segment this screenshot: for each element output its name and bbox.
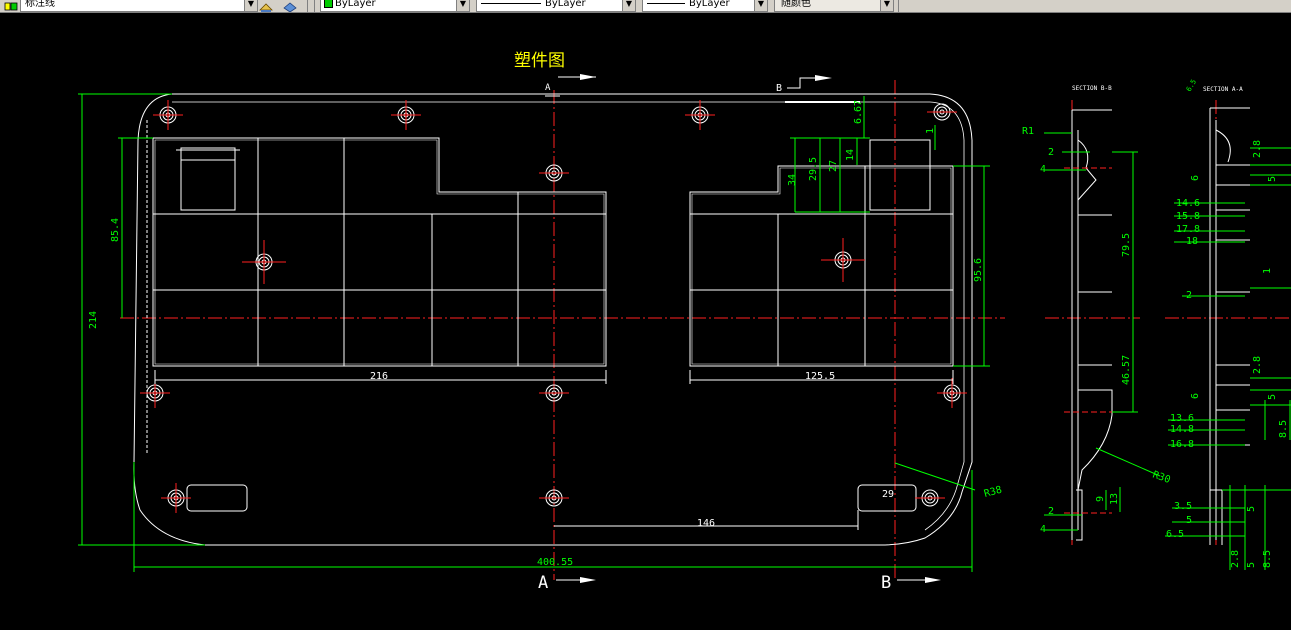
section-b-top-label: B — [776, 83, 782, 94]
aa-16-8: 16.8 — [1170, 439, 1194, 450]
dim-overall-height: 214 — [88, 311, 99, 329]
aa-1: 1 — [1262, 268, 1273, 274]
chevron-down-icon: ▼ — [244, 0, 257, 11]
bb-4a: 4 — [1040, 164, 1046, 175]
aa-6-5-top: 6.5 — [1185, 78, 1198, 93]
bb-9: 9 — [1095, 496, 1106, 502]
right-rib-grid — [689, 139, 954, 367]
section-a-bottom-label: A — [538, 573, 548, 593]
dim-hole-spacing: 146 — [697, 518, 715, 529]
chevron-down-icon: ▼ — [456, 0, 469, 11]
lineweight-control-dropdown[interactable]: ByLayer ▼ — [642, 0, 768, 12]
bb-r30: R30 — [1151, 469, 1172, 486]
layer-previous-icon[interactable] — [283, 0, 297, 12]
aa-2-8a: 2.8 — [1252, 140, 1263, 158]
lineweight-preview — [647, 2, 685, 4]
aa-5d: 5 — [1246, 506, 1257, 512]
layer-state-icons[interactable] — [4, 0, 18, 11]
section-b-bottom-label: B — [881, 573, 891, 593]
aa-6b: 6 — [1190, 393, 1201, 399]
aa-6a: 6 — [1190, 175, 1201, 181]
make-layer-current-icon[interactable] — [259, 0, 273, 12]
layer-name: 标注线 — [25, 0, 55, 9]
toolbar-separator — [314, 0, 315, 12]
chevron-down-icon: ▼ — [880, 0, 893, 11]
plotstyle-control-value: 随颜色 — [781, 0, 811, 9]
dim-corner-radius: R38 — [983, 485, 1003, 500]
aa-8-5b: 8.5 — [1262, 550, 1273, 568]
bb-79-5: 79.5 — [1121, 233, 1132, 257]
color-control-value: ByLayer — [335, 0, 376, 9]
bb-2b: 2 — [1048, 506, 1054, 517]
dim-34: 34 — [787, 174, 798, 186]
drawing-canvas[interactable]: A B A B 塑件图 214 85.4 400.55 95.6 216 125… — [0, 13, 1291, 626]
dim-14: 14 — [845, 149, 856, 161]
aa-5b: 5 — [1267, 394, 1278, 400]
toolbar-separator — [898, 0, 899, 12]
section-bb-label: SECTION B-B — [1072, 85, 1112, 92]
dimension-lines — [78, 93, 990, 572]
bb-r1: R1 — [1022, 126, 1034, 137]
bb-2a: 2 — [1048, 147, 1054, 158]
dim-right-height: 95.6 — [973, 258, 984, 282]
drawing-title: 塑件图 — [514, 51, 565, 71]
dim-left-height: 85.4 — [110, 218, 121, 242]
section-a-top-label: A — [545, 83, 551, 93]
aa-2-8b: 2.8 — [1252, 356, 1263, 374]
dim-27: 27 — [828, 160, 839, 172]
white-dimension-lines — [154, 370, 954, 530]
aa-8-5a: 8.5 — [1278, 420, 1289, 438]
dim-1: 1 — [925, 128, 936, 134]
part-outline — [133, 93, 973, 546]
plotstyle-control-dropdown[interactable]: 随颜色 ▼ — [774, 0, 894, 12]
section-aa-label: SECTION A-A — [1203, 86, 1243, 93]
toolbar-separator — [307, 0, 308, 12]
color-swatch-icon — [324, 0, 333, 8]
aa-14-6: 14.6 — [1176, 198, 1200, 209]
aa-13-6: 13.6 — [1170, 413, 1194, 424]
chevron-down-icon: ▼ — [622, 0, 635, 11]
aa-5e: 5 — [1246, 562, 1257, 568]
bb-46-57: 46.57 — [1121, 355, 1132, 385]
section-aa-view: SECTION A-A 6.5 2.8 6 5 14.6 15.8 17.8 1… — [1165, 78, 1291, 570]
linetype-control-value: ByLayer — [545, 0, 586, 9]
boss-center-marks — [140, 100, 967, 513]
aa-14-8: 14.8 — [1170, 424, 1194, 435]
aa-5c: 5 — [1186, 515, 1192, 526]
aa-18: 18 — [1186, 236, 1198, 247]
aa-2: 2 — [1186, 290, 1192, 301]
dim-right-grid-width: 125.5 — [805, 371, 835, 382]
bb-13: 13 — [1109, 493, 1120, 505]
cad-drawing: A B A B 塑件图 214 85.4 400.55 95.6 216 125… — [78, 51, 1291, 593]
dim-overall-width: 400.55 — [537, 557, 573, 568]
dim-left-grid-width: 216 — [370, 371, 388, 382]
dim-29-5: 29.5 — [808, 157, 819, 181]
bb-4b: 4 — [1040, 524, 1046, 535]
aa-3-5: 3.5 — [1174, 501, 1192, 512]
dim-top-offset: 6.67 — [853, 100, 864, 124]
lineweight-control-value: ByLayer — [689, 0, 730, 9]
linetype-control-dropdown[interactable]: ByLayer ▼ — [476, 0, 636, 12]
aa-5a: 5 — [1267, 176, 1278, 182]
dimension-texts: 214 85.4 400.55 95.6 216 125.5 146 29 R3… — [88, 100, 1003, 568]
aa-2-8c: 2.8 — [1230, 550, 1241, 568]
color-control-dropdown[interactable]: ByLayer ▼ — [320, 0, 470, 12]
layer-dropdown[interactable]: 标注线 ▼ — [20, 0, 258, 12]
section-markers: A B A B — [538, 74, 941, 593]
aa-15-8: 15.8 — [1176, 211, 1200, 222]
left-rib-grid — [152, 137, 607, 367]
aa-6-5: 6.5 — [1166, 529, 1184, 540]
dim-slot-width: 29 — [882, 489, 894, 500]
aa-17-8: 17.8 — [1176, 224, 1200, 235]
linetype-preview — [481, 2, 541, 4]
properties-toolbar: 标注线 ▼ ByLayer ▼ ByLayer ▼ ByLayer ▼ 随颜色 … — [0, 0, 1291, 13]
chevron-down-icon: ▼ — [754, 0, 767, 11]
section-bb-view: SECTION B-B R1 2 4 79.5 46.57 R30 9 13 2… — [1022, 85, 1172, 541]
